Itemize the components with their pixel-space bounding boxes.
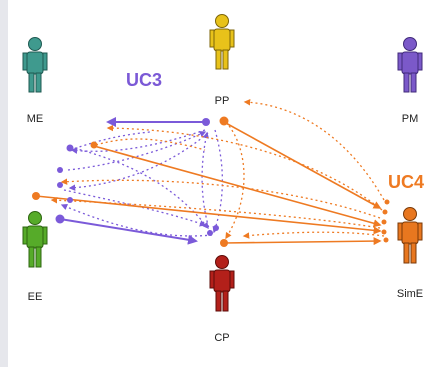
dot-purple-me (66, 144, 74, 152)
dot-purple-pp (202, 118, 210, 126)
uc3-dotted-7 (212, 129, 223, 234)
person-icon-pm (397, 37, 423, 93)
use-case-label-uc3: UC3 (126, 70, 162, 90)
connection-dots (32, 116, 390, 247)
uc4-arrow-cp-sime (223, 237, 382, 246)
person-icon-ee (22, 211, 48, 268)
dot-orange-sime-1 (384, 199, 390, 205)
actor-sime: SimE (397, 207, 423, 300)
uc3-dotted-2 (68, 132, 209, 191)
uc4-dotted-6 (225, 121, 245, 240)
actor-label-sime: SimE (397, 288, 423, 300)
uc3-solid-arrows (59, 117, 205, 245)
dot-orange-sime-2 (382, 209, 388, 215)
uc3-arrow-ee-cp (59, 218, 198, 245)
dot-purple-left-1 (57, 167, 63, 173)
uc4-dotted-2 (106, 124, 383, 211)
actor-pp: PP (209, 14, 235, 107)
actor-ee: EE (22, 211, 48, 303)
dot-orange-ee (32, 192, 40, 200)
uc3-dotted-4 (67, 131, 207, 171)
actor-label-me: ME (27, 113, 44, 125)
uc4-dotted-5 (242, 231, 385, 239)
uc3-dotted-8 (60, 203, 213, 237)
actor-label-cp: CP (214, 332, 229, 344)
dot-orange-sime-4 (381, 229, 387, 235)
dot-purple-left-3 (67, 197, 73, 203)
person-icon-me (22, 37, 48, 93)
dot-orange-sime-3 (381, 219, 387, 225)
actor-label-ee: EE (28, 291, 43, 303)
uc4-solid-arrows (35, 121, 382, 246)
dot-orange-pp (219, 116, 229, 126)
dot-purple-cp-1 (207, 230, 213, 236)
uc3-dotted-9 (69, 131, 151, 151)
dot-orange-me (90, 141, 98, 149)
actor-me: ME (22, 37, 48, 125)
uc4-arrow-ee-sime (35, 195, 382, 235)
uc4-dotted-4 (50, 196, 381, 229)
actor-cp: CP (209, 255, 235, 344)
dot-purple-cp-2 (213, 225, 219, 231)
person-icon-cp (209, 255, 235, 312)
uc3-dotted-5 (63, 189, 207, 227)
uc3-dotted-6 (201, 131, 211, 233)
uc4-dotted-7 (95, 138, 206, 151)
actor-label-pm: PM (402, 113, 419, 125)
dot-purple-left-2 (57, 182, 63, 188)
actor-label-pp: PP (215, 95, 230, 107)
dot-orange-cp (220, 239, 228, 247)
actor-pm: PM (397, 37, 423, 125)
person-icon-pp (209, 14, 235, 70)
use-case-label-uc4: UC4 (388, 172, 424, 192)
dot-purple-ee (55, 214, 65, 224)
uc3-dotted-arrows (60, 129, 223, 237)
uc4-dotted-arrows (50, 99, 385, 240)
dot-orange-sime-5 (383, 237, 389, 243)
uc4-arrow-me-sime (93, 145, 382, 228)
uc4-dotted-3 (60, 178, 381, 219)
uc4-arrow-pp-sime (223, 121, 382, 209)
person-icon-sime (397, 207, 423, 264)
